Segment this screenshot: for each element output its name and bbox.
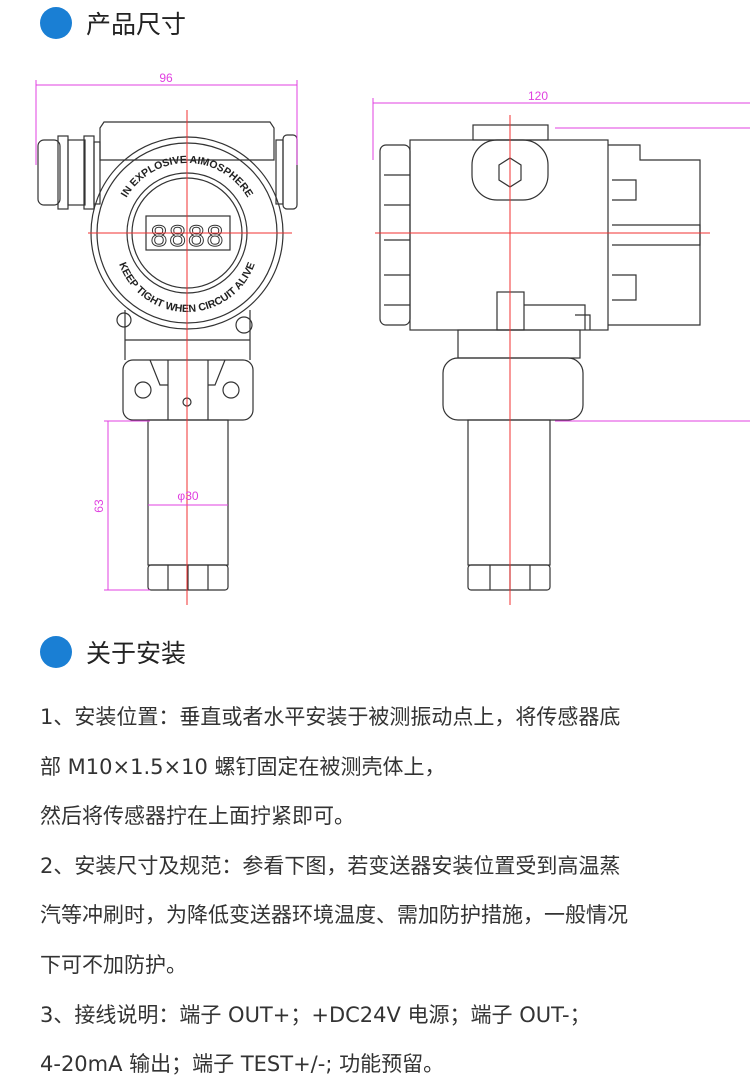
section-heading-dimensions: 产品尺寸 [40,5,186,41]
height-dimension: 63 [92,499,106,513]
front-view [37,121,298,591]
bullet-dot-icon [40,7,72,39]
section-title: 关于安装 [86,639,187,668]
diameter-dimension: φ30 [177,489,198,503]
display-digits: 8888 [151,220,226,253]
text-line: 汽等冲刷时，为降低变送器环境温度、需加防护措施，一般情况 [40,903,628,928]
text-line: 下可不加防护。 [40,952,187,977]
text-line: 然后将传感器拧在上面拧紧即可。 [40,804,355,829]
installation-text: 1、安装位置：垂直或者水平安装于被测振动点上，将传感器底 部 M10×1.5×1… [40,693,730,1090]
section-title: 产品尺寸 [86,10,187,39]
depth-dimension: 120 [528,89,548,103]
bullet-dot-icon [40,636,72,668]
section-heading-installation: 关于安装 [40,634,186,670]
text-line: 部 M10×1.5×10 螺钉固定在被测壳体上， [40,754,446,779]
width-dimension: 96 [159,71,173,85]
dimension-drawing: IN EXPLOSIVE AIMOSPHERE KEEP TIGHT WHEN … [35,71,750,605]
text-line: 2、安装尺寸及规范：参看下图，若变送器安装位置受到高温蒸 [40,853,621,878]
text-line: 4-20mA 输出；端子 TEST+/-; 功能预留。 [40,1052,445,1077]
text-line: 1、安装位置：垂直或者水平安装于被测振动点上，将传感器底 [40,705,621,729]
text-line: 3、接线说明：端子 OUT+；+DC24V 电源；端子 OUT-； [40,1002,591,1027]
side-view [379,124,701,591]
